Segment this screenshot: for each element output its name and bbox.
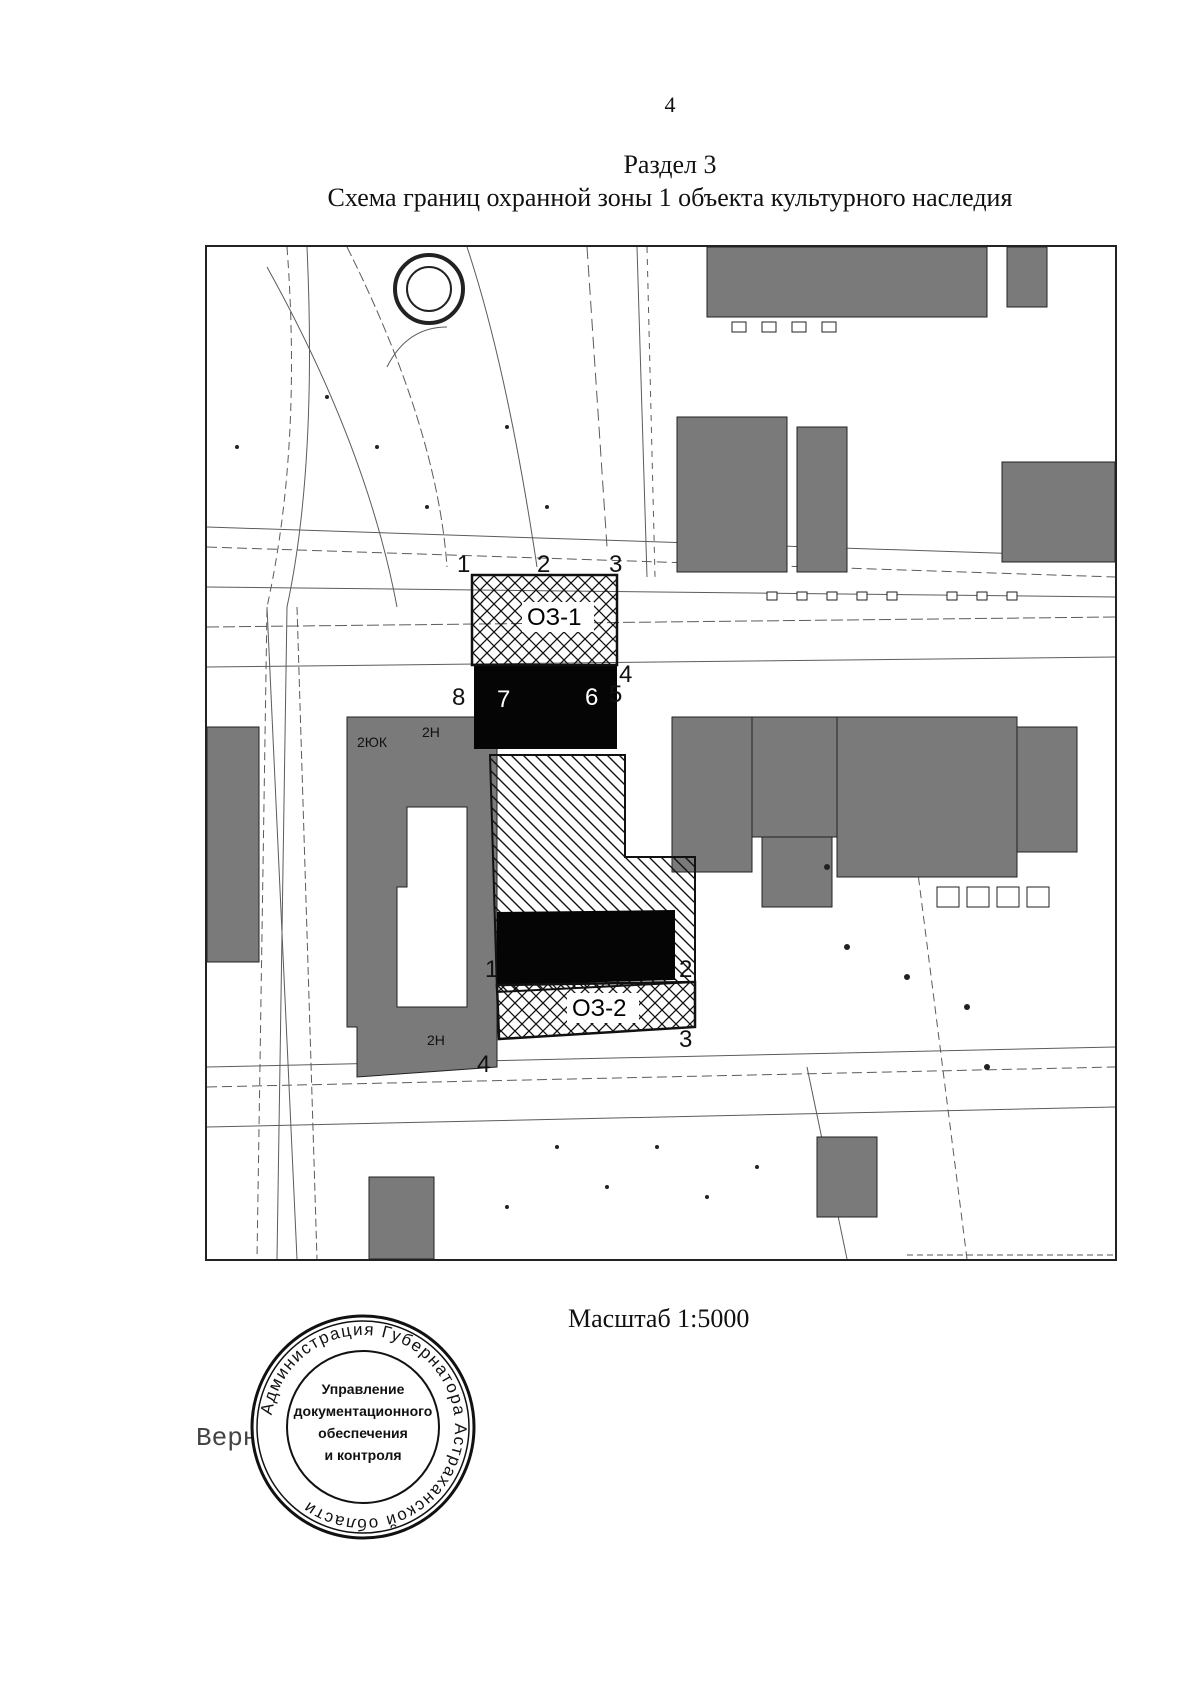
zone1-point: 4 [619,661,632,688]
building-label: 2ЮК [357,734,388,750]
scheme-title: Схема границ охранной зоны 1 объекта кул… [327,183,1013,212]
zone1-point: 1 [457,551,470,578]
zone2-point: 4 [477,1051,490,1078]
seal-center-line: Управление [322,1381,405,1397]
official-seal: Администрация Губернатора Астраханской о… [250,1314,476,1540]
zone1-point: 7 [497,686,510,713]
building-label: 2Н [427,1032,445,1048]
page-number: 4 [664,92,676,117]
zone2-point: 3 [679,1026,692,1053]
section-title: Раздел 3 [623,150,717,179]
zone2-label: ОЗ-2 [572,995,627,1022]
zone1-point: 6 [585,684,598,711]
zone2-point: 1 [485,956,498,983]
seal-center-line: обеспечения [318,1425,408,1441]
zone1-point: 3 [609,551,622,578]
seal-center-line: и контроля [325,1447,402,1463]
zone1-point: 2 [537,551,550,578]
zone1-label: ОЗ-1 [527,604,582,631]
cadastral-map: ОЗ-1 ОЗ-2 1 2 3 4 5 6 7 8 1 2 3 4 2ЮК 2Н… [205,245,1117,1261]
zone2-point: 2 [679,956,692,983]
zone1-point: 5 [609,681,622,708]
building-label: 2Н [422,724,440,740]
seal-center-line: документационного [294,1403,433,1419]
zone1-point: 8 [452,684,465,711]
map-scale: Масштаб 1:5000 [568,1304,750,1333]
